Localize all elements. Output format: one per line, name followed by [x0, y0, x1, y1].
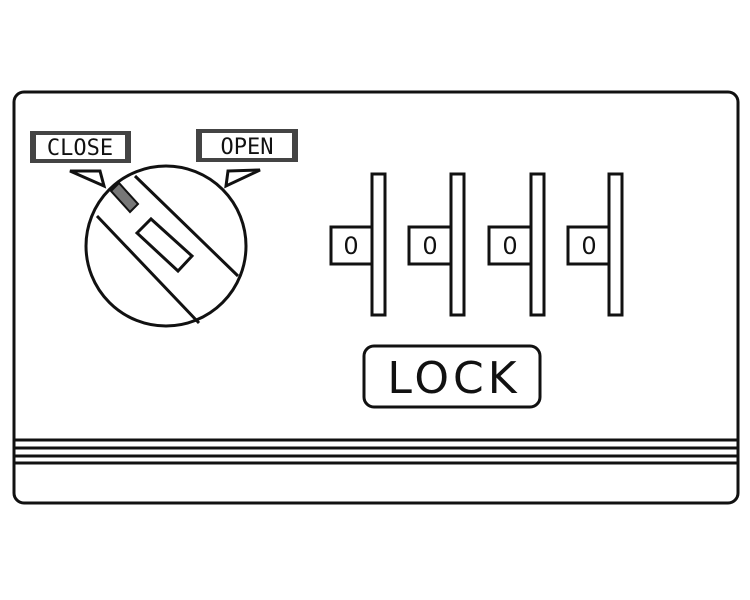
svg-text:0: 0: [581, 232, 596, 260]
svg-text:CLOSE: CLOSE: [47, 136, 113, 161]
svg-text:LOCK: LOCK: [387, 353, 520, 404]
combination-wheel-1[interactable]: 0: [329, 172, 387, 317]
close-indicator-arrow: [69, 169, 107, 189]
rotary-knob[interactable]: [84, 164, 248, 328]
svg-text:OPEN: OPEN: [221, 135, 274, 160]
panel: [12, 90, 740, 505]
svg-text:0: 0: [343, 232, 358, 260]
close-label: CLOSE: [30, 131, 131, 189]
svg-text:0: 0: [422, 232, 437, 260]
lock-button[interactable]: LOCK: [362, 344, 542, 409]
open-label: OPEN: [196, 129, 298, 189]
svg-text:0: 0: [502, 232, 517, 260]
open-indicator-arrow: [224, 168, 261, 189]
knob-pointer-mark: [109, 181, 140, 214]
knob-slot: [134, 216, 195, 274]
combination-wheel-2[interactable]: 0: [407, 172, 466, 317]
combination-wheel-3[interactable]: 0: [487, 172, 546, 317]
combination-wheel-4[interactable]: 0: [566, 172, 624, 317]
